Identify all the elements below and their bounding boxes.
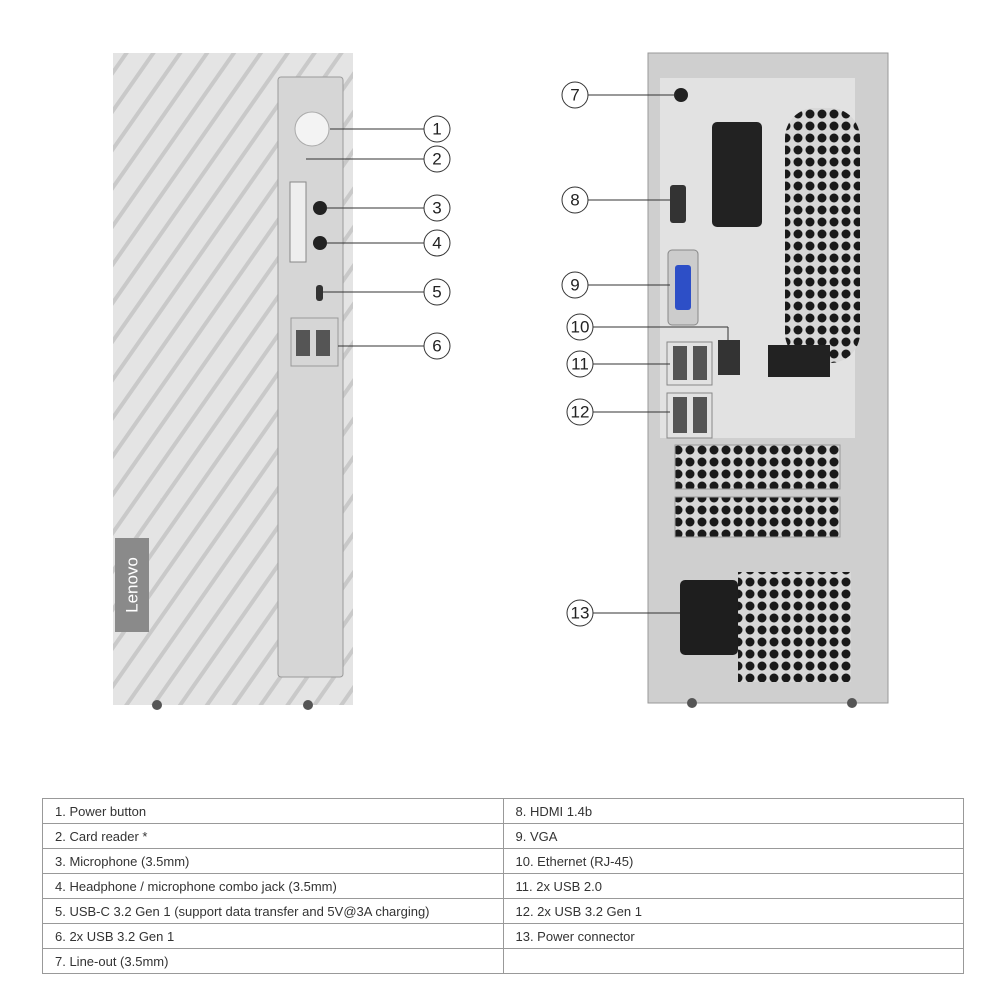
table-row: 4. Headphone / microphone combo jack (3.… — [42, 873, 964, 899]
callout-1: 1 — [432, 120, 441, 139]
legend-cell: 2. Card reader * — [42, 823, 504, 849]
legend-cell: 8. HDMI 1.4b — [502, 798, 964, 824]
vga-port — [675, 265, 691, 310]
usb-a-port — [296, 330, 310, 356]
callout-6: 6 — [432, 337, 441, 356]
callout-5: 5 — [432, 283, 441, 302]
rear-plug — [712, 122, 762, 227]
callout-10: 10 — [571, 318, 590, 337]
combo-audio-jack — [313, 236, 327, 250]
callout-2: 2 — [432, 150, 441, 169]
legend-cell — [502, 948, 964, 974]
ethernet-port — [718, 340, 740, 375]
usb-a-port — [316, 330, 330, 356]
lenovo-logo-badge — [115, 538, 149, 632]
table-row: 2. Card reader *9. VGA — [42, 823, 964, 849]
usb-c-port — [316, 285, 323, 301]
legend-cell: 5. USB-C 3.2 Gen 1 (support data transfe… — [42, 898, 504, 924]
legend-cell: 12. 2x USB 3.2 Gen 1 — [502, 898, 964, 924]
legend-cell: 4. Headphone / microphone combo jack (3.… — [42, 873, 504, 899]
legend-cell: 9. VGA — [502, 823, 964, 849]
legend-cell: 7. Line-out (3.5mm) — [42, 948, 504, 974]
legend-cell: 3. Microphone (3.5mm) — [42, 848, 504, 874]
rear-vent — [785, 108, 860, 363]
rear-view — [647, 52, 889, 708]
expansion-slot-1 — [674, 444, 841, 490]
line-out-jack — [674, 88, 688, 102]
power-button[interactable] — [294, 111, 330, 147]
callout-12: 12 — [571, 403, 590, 422]
table-row: 3. Microphone (3.5mm)10. Ethernet (RJ-45… — [42, 848, 964, 874]
product-diagram: Lenovo 1 2 3 4 5 6 — [113, 52, 889, 710]
microphone-jack — [313, 201, 327, 215]
card-reader-slot — [289, 181, 307, 263]
table-row: 7. Line-out (3.5mm) — [42, 948, 964, 974]
power-connector — [680, 580, 738, 655]
legend-cell: 1. Power button — [42, 798, 504, 824]
callout-9: 9 — [570, 276, 579, 295]
callout-3: 3 — [432, 199, 441, 218]
legend-cell: 11. 2x USB 2.0 — [502, 873, 964, 899]
front-view: Lenovo — [113, 53, 353, 710]
usb3-group — [666, 392, 713, 439]
front-callouts — [306, 115, 451, 360]
legend-cell: 10. Ethernet (RJ-45) — [502, 848, 964, 874]
lenovo-logo: Lenovo — [123, 557, 142, 613]
front-io-panel — [277, 76, 344, 678]
front-usb-group — [290, 317, 339, 367]
callout-8: 8 — [570, 191, 579, 210]
rear-callouts — [561, 81, 729, 627]
table-row: 5. USB-C 3.2 Gen 1 (support data transfe… — [42, 898, 964, 924]
callout-4: 4 — [432, 234, 441, 253]
callout-7: 7 — [570, 86, 579, 105]
legend-cell: 13. Power connector — [502, 923, 964, 949]
legend-cell: 6. 2x USB 3.2 Gen 1 — [42, 923, 504, 949]
expansion-slot-2 — [674, 496, 841, 538]
callout-13: 13 — [571, 604, 590, 623]
hdmi-port — [670, 185, 686, 223]
psu-vent — [738, 572, 851, 682]
callout-11: 11 — [571, 355, 589, 374]
